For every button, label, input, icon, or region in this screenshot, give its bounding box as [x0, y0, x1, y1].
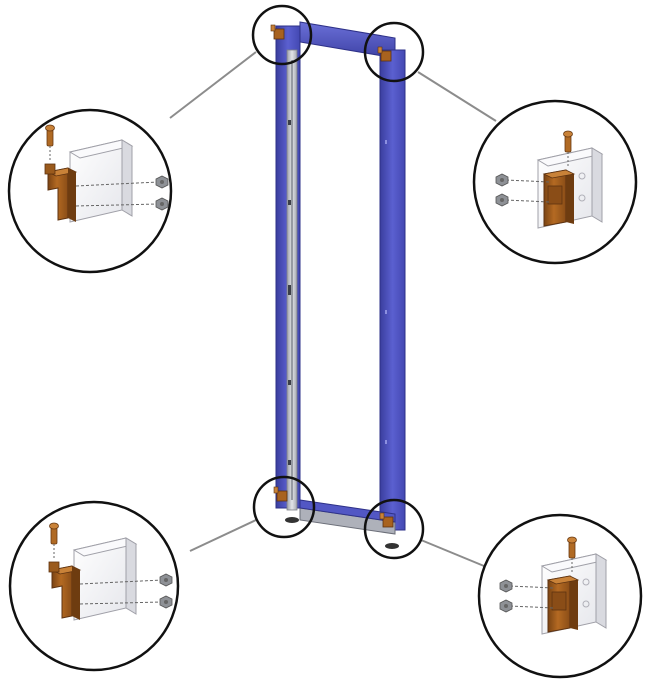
detail-callout-bottom-left	[8, 500, 180, 672]
corner-circle-bottom-right	[363, 498, 425, 560]
rack-frame	[270, 21, 406, 549]
corner-circle-bottom-left	[252, 475, 316, 539]
right-post	[379, 49, 406, 531]
corner-circle-top-left	[251, 4, 313, 66]
detail-callout-top-right	[472, 99, 638, 265]
corner-highlights	[251, 4, 425, 560]
leader-lines	[169, 51, 497, 567]
detail-callout-top-left	[7, 108, 173, 274]
corner-circle-top-right	[363, 21, 425, 83]
detail-callout-bottom-right	[477, 513, 643, 679]
